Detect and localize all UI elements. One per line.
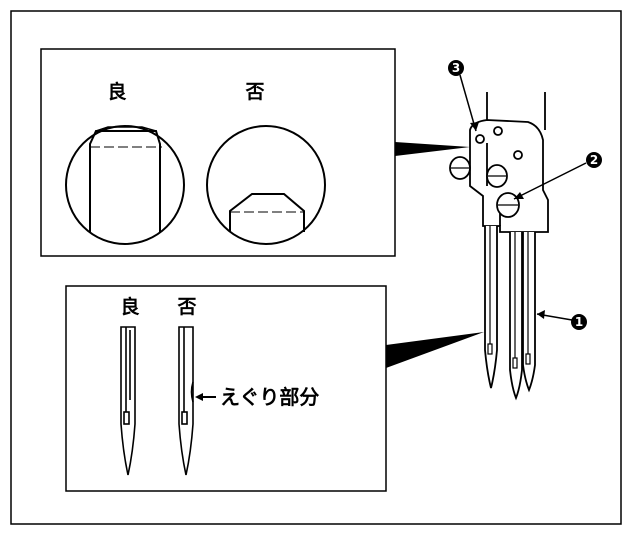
callout-set-screw-number: 2 — [590, 153, 598, 167]
callout-holder-screw-number: 3 — [452, 61, 460, 75]
bottom-inset-panel: 良 否 えぐり部分 — [65, 285, 484, 492]
good-needle — [120, 326, 136, 476]
top-pointer-wedge — [395, 142, 470, 156]
top-good-label: 良 — [107, 80, 126, 103]
right-installed-needle-a — [509, 232, 523, 401]
callout-needle-number: 1 — [575, 315, 583, 329]
bottom-pointer-wedge — [386, 332, 484, 368]
groove-label: えぐり部分 — [220, 385, 319, 409]
right-installed-needle-b — [522, 232, 536, 393]
left-installed-needle — [484, 226, 498, 389]
top-inset-panel: 良 否 — [40, 48, 470, 257]
good-magnifier — [65, 125, 185, 245]
callout-holder-screw: 3 — [448, 60, 479, 132]
groove-callout: えぐり部分 — [195, 385, 319, 409]
bad-magnifier — [206, 125, 326, 245]
callout-set-screw: 2 — [513, 152, 602, 200]
top-bad-label: 否 — [244, 81, 264, 103]
needle-holder-assembly — [449, 92, 549, 401]
bottom-bad-label: 否 — [176, 296, 196, 318]
callout-needle: 1 — [536, 310, 587, 330]
bad-needle — [178, 326, 194, 476]
bottom-good-label: 良 — [120, 295, 139, 318]
